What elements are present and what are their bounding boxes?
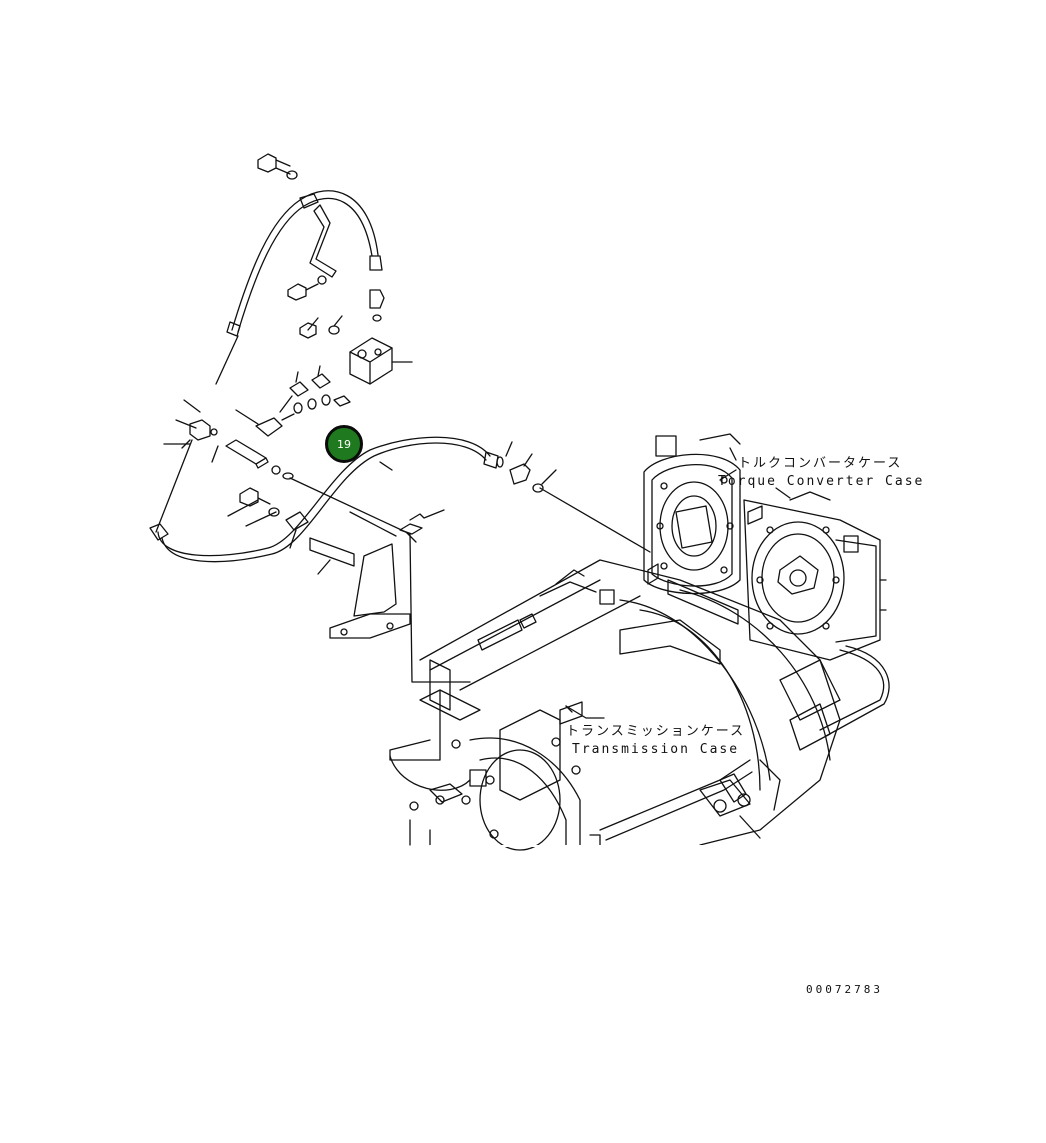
hose-end-fittings xyxy=(496,456,544,493)
support-bracket xyxy=(309,509,445,639)
drawing-number: 00072783 xyxy=(806,983,883,996)
transmission-case xyxy=(389,559,890,851)
torque-converter-label-jp: トルクコンバータケース xyxy=(738,456,903,471)
upper-hose xyxy=(226,190,383,337)
transmission-label-en: Transmission Case xyxy=(572,742,740,757)
spacer-tube xyxy=(225,439,294,480)
valve-block xyxy=(349,337,413,385)
torque-converter-case xyxy=(643,433,887,661)
upper-bracket xyxy=(309,204,337,278)
bolts-and-washers-upper xyxy=(287,275,385,339)
part-callout-19[interactable]: 19 xyxy=(325,425,363,463)
lower-bolt xyxy=(239,487,280,517)
lower-hose xyxy=(149,436,499,563)
label-leaders xyxy=(565,447,791,839)
tee-fitting xyxy=(189,419,218,441)
upper-bolt xyxy=(257,153,298,180)
torque-converter-label-en: Torque Converter Case xyxy=(718,474,925,489)
transmission-label-jp: トランスミッションケース xyxy=(566,724,746,739)
fittings-cluster xyxy=(255,373,351,437)
reference-lines xyxy=(289,477,651,683)
part-callout-number: 19 xyxy=(337,437,351,451)
leader-lines-upper xyxy=(155,315,557,575)
